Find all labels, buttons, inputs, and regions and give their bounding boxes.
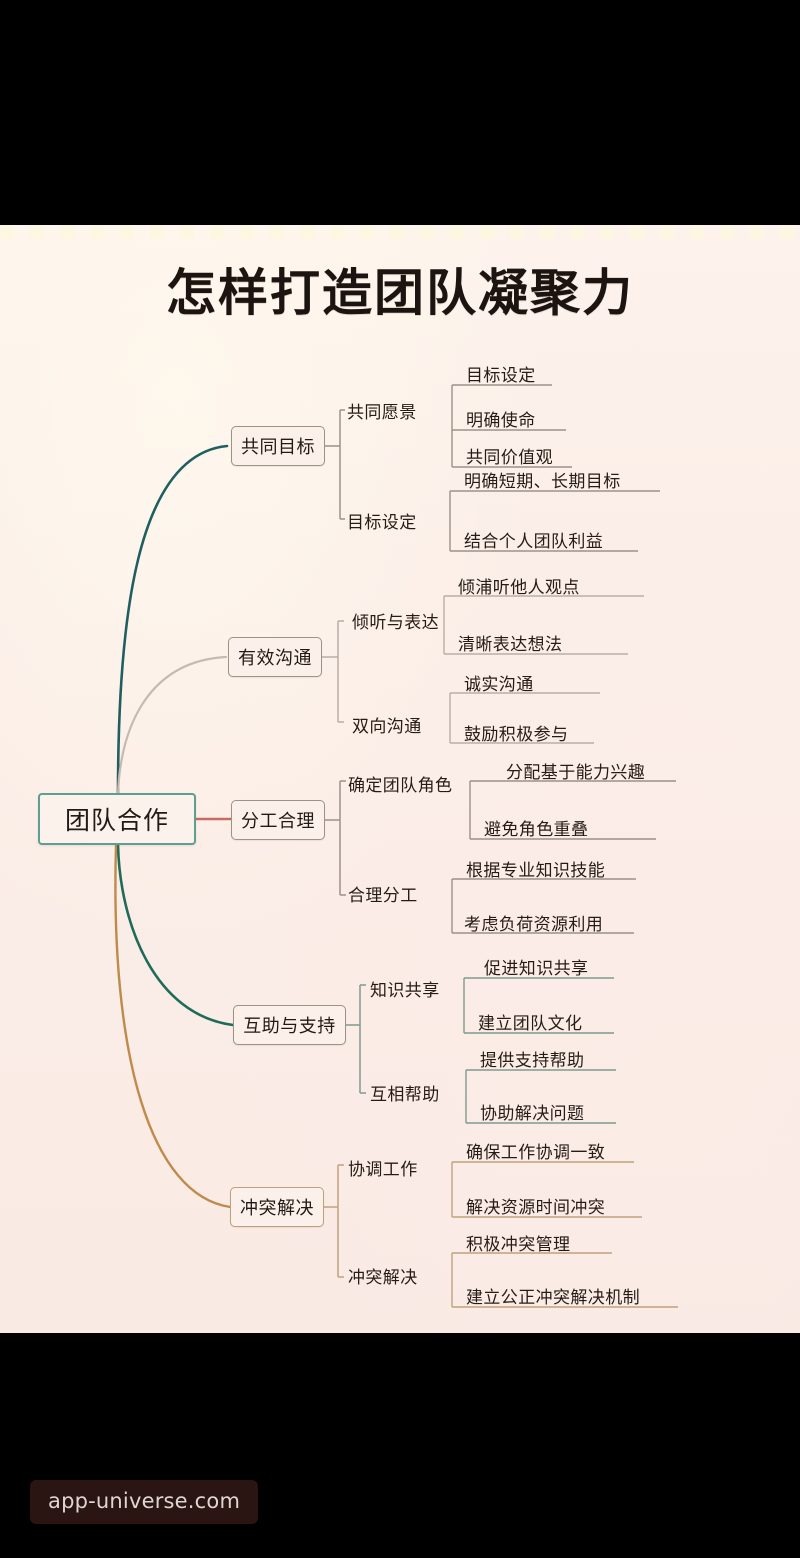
leaf-node[interactable]: 考虑负荷资源利用 [464,915,604,935]
leaf-node[interactable]: 明确使命 [466,411,536,431]
leaf-node[interactable]: 协助解决问题 [480,1104,585,1124]
leaf-node[interactable]: 明确短期、长期目标 [464,472,621,492]
leaf-node[interactable]: 目标设定 [466,366,536,386]
sub-node-help-each-other[interactable]: 互相帮助 [370,1085,440,1105]
page-title: 怎样打造团队凝聚力 [166,264,634,322]
leaf-node[interactable]: 倾浦听他人观点 [458,578,580,598]
leaf-node[interactable]: 分配基于能力兴趣 [506,763,646,783]
leaf-node[interactable]: 积极冲突管理 [466,1235,571,1255]
leaf-node[interactable]: 共同价值观 [466,448,553,468]
leaf-node[interactable]: 解决资源时间冲突 [466,1198,606,1218]
branch-node-mutual-support[interactable]: 互助与支持 [233,1005,346,1045]
sub-node-reasonable-assignment[interactable]: 合理分工 [348,886,418,906]
sub-node-listen-express[interactable]: 倾听与表达 [352,613,439,633]
top-dotted-strip [0,225,800,239]
sub-node-two-way-communication[interactable]: 双向沟通 [352,717,422,737]
branch-node-conflict-resolution[interactable]: 冲突解决 [230,1187,324,1227]
leaf-node[interactable]: 根据专业知识技能 [466,861,606,881]
sub-node-shared-vision[interactable]: 共同愿景 [347,403,417,423]
leaf-node[interactable]: 结合个人团队利益 [464,532,604,552]
sub-node-coordinate-work[interactable]: 协调工作 [348,1160,418,1180]
branch-node-label: 互助与支持 [243,1016,336,1037]
sub-node-conflict-resolution[interactable]: 冲突解决 [348,1268,418,1288]
leaf-node[interactable]: 建立公正冲突解决机制 [466,1288,640,1308]
sub-node-knowledge-sharing[interactable]: 知识共享 [370,981,440,1001]
watermark-badge: app-universe.com [30,1480,259,1524]
leaf-node[interactable]: 鼓励积极参与 [464,725,569,745]
branch-node-reasonable-division[interactable]: 分工合理 [231,800,325,840]
watermark-label: app-universe.com [48,1489,241,1513]
leaf-node[interactable]: 促进知识共享 [484,959,589,979]
root-node-team-collaboration[interactable]: 团队合作 [38,793,196,845]
branch-node-label: 共同目标 [241,437,315,458]
sub-node-goal-setting[interactable]: 目标设定 [347,513,417,533]
leaf-node[interactable]: 诚实沟通 [464,675,534,695]
branch-node-label: 有效沟通 [238,648,312,669]
root-node-label: 团队合作 [64,806,169,835]
branch-node-effective-communication[interactable]: 有效沟通 [228,637,322,677]
sub-node-define-team-roles[interactable]: 确定团队角色 [348,776,453,796]
mindmap-canvas: 怎样打造团队凝聚力 [0,225,800,1333]
leaf-node[interactable]: 清晰表达想法 [458,635,563,655]
leaf-node[interactable]: 提供支持帮助 [480,1051,585,1071]
leaf-node[interactable]: 确保工作协调一致 [466,1143,606,1163]
leaf-node[interactable]: 避免角色重叠 [484,820,589,840]
branch-node-label: 分工合理 [241,811,315,832]
branch-node-label: 冲突解决 [240,1198,314,1219]
leaf-node[interactable]: 建立团队文化 [478,1014,583,1034]
branch-node-common-goal[interactable]: 共同目标 [231,426,325,466]
